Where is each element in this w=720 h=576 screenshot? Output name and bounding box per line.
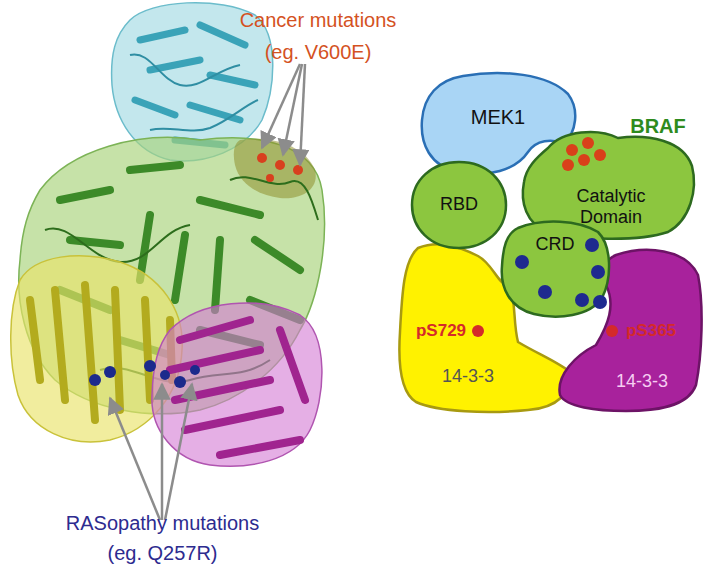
callout-text: RASopathy mutations (eg. Q257R)	[55, 508, 270, 568]
domain-label: MEK1	[448, 106, 548, 129]
domain-outline-path	[559, 250, 701, 411]
protein-name: BRAF	[618, 115, 698, 138]
domain-label: RBD	[410, 194, 508, 215]
mutation-spheres	[257, 153, 303, 182]
14-3-3-helices	[30, 285, 172, 420]
domain-label: 14-3-3	[600, 371, 684, 392]
leader-arrow	[110, 64, 305, 520]
domain-outline	[498, 218, 612, 318]
domain-shape: CRD	[498, 218, 612, 318]
14-3-3-surface	[152, 303, 322, 466]
phosphosite-label: pS365	[620, 321, 682, 341]
domain-label: Catalytic Domain	[556, 186, 666, 227]
domain-outline-path	[399, 244, 570, 412]
mutation-spheres	[89, 360, 200, 388]
kinase-mutation-region	[234, 139, 316, 199]
domain-label: 14-3-3	[428, 366, 508, 387]
domain-shape: RBD	[410, 160, 508, 250]
mek1-coils	[130, 54, 258, 130]
protein-group: BRAF RBD Catalytic DomainCRD	[400, 112, 700, 322]
callout-text: Cancer mutations (eg. V600E)	[228, 4, 408, 68]
domain-label: CRD	[498, 234, 612, 255]
phosphosite-label: pS729	[410, 321, 472, 341]
